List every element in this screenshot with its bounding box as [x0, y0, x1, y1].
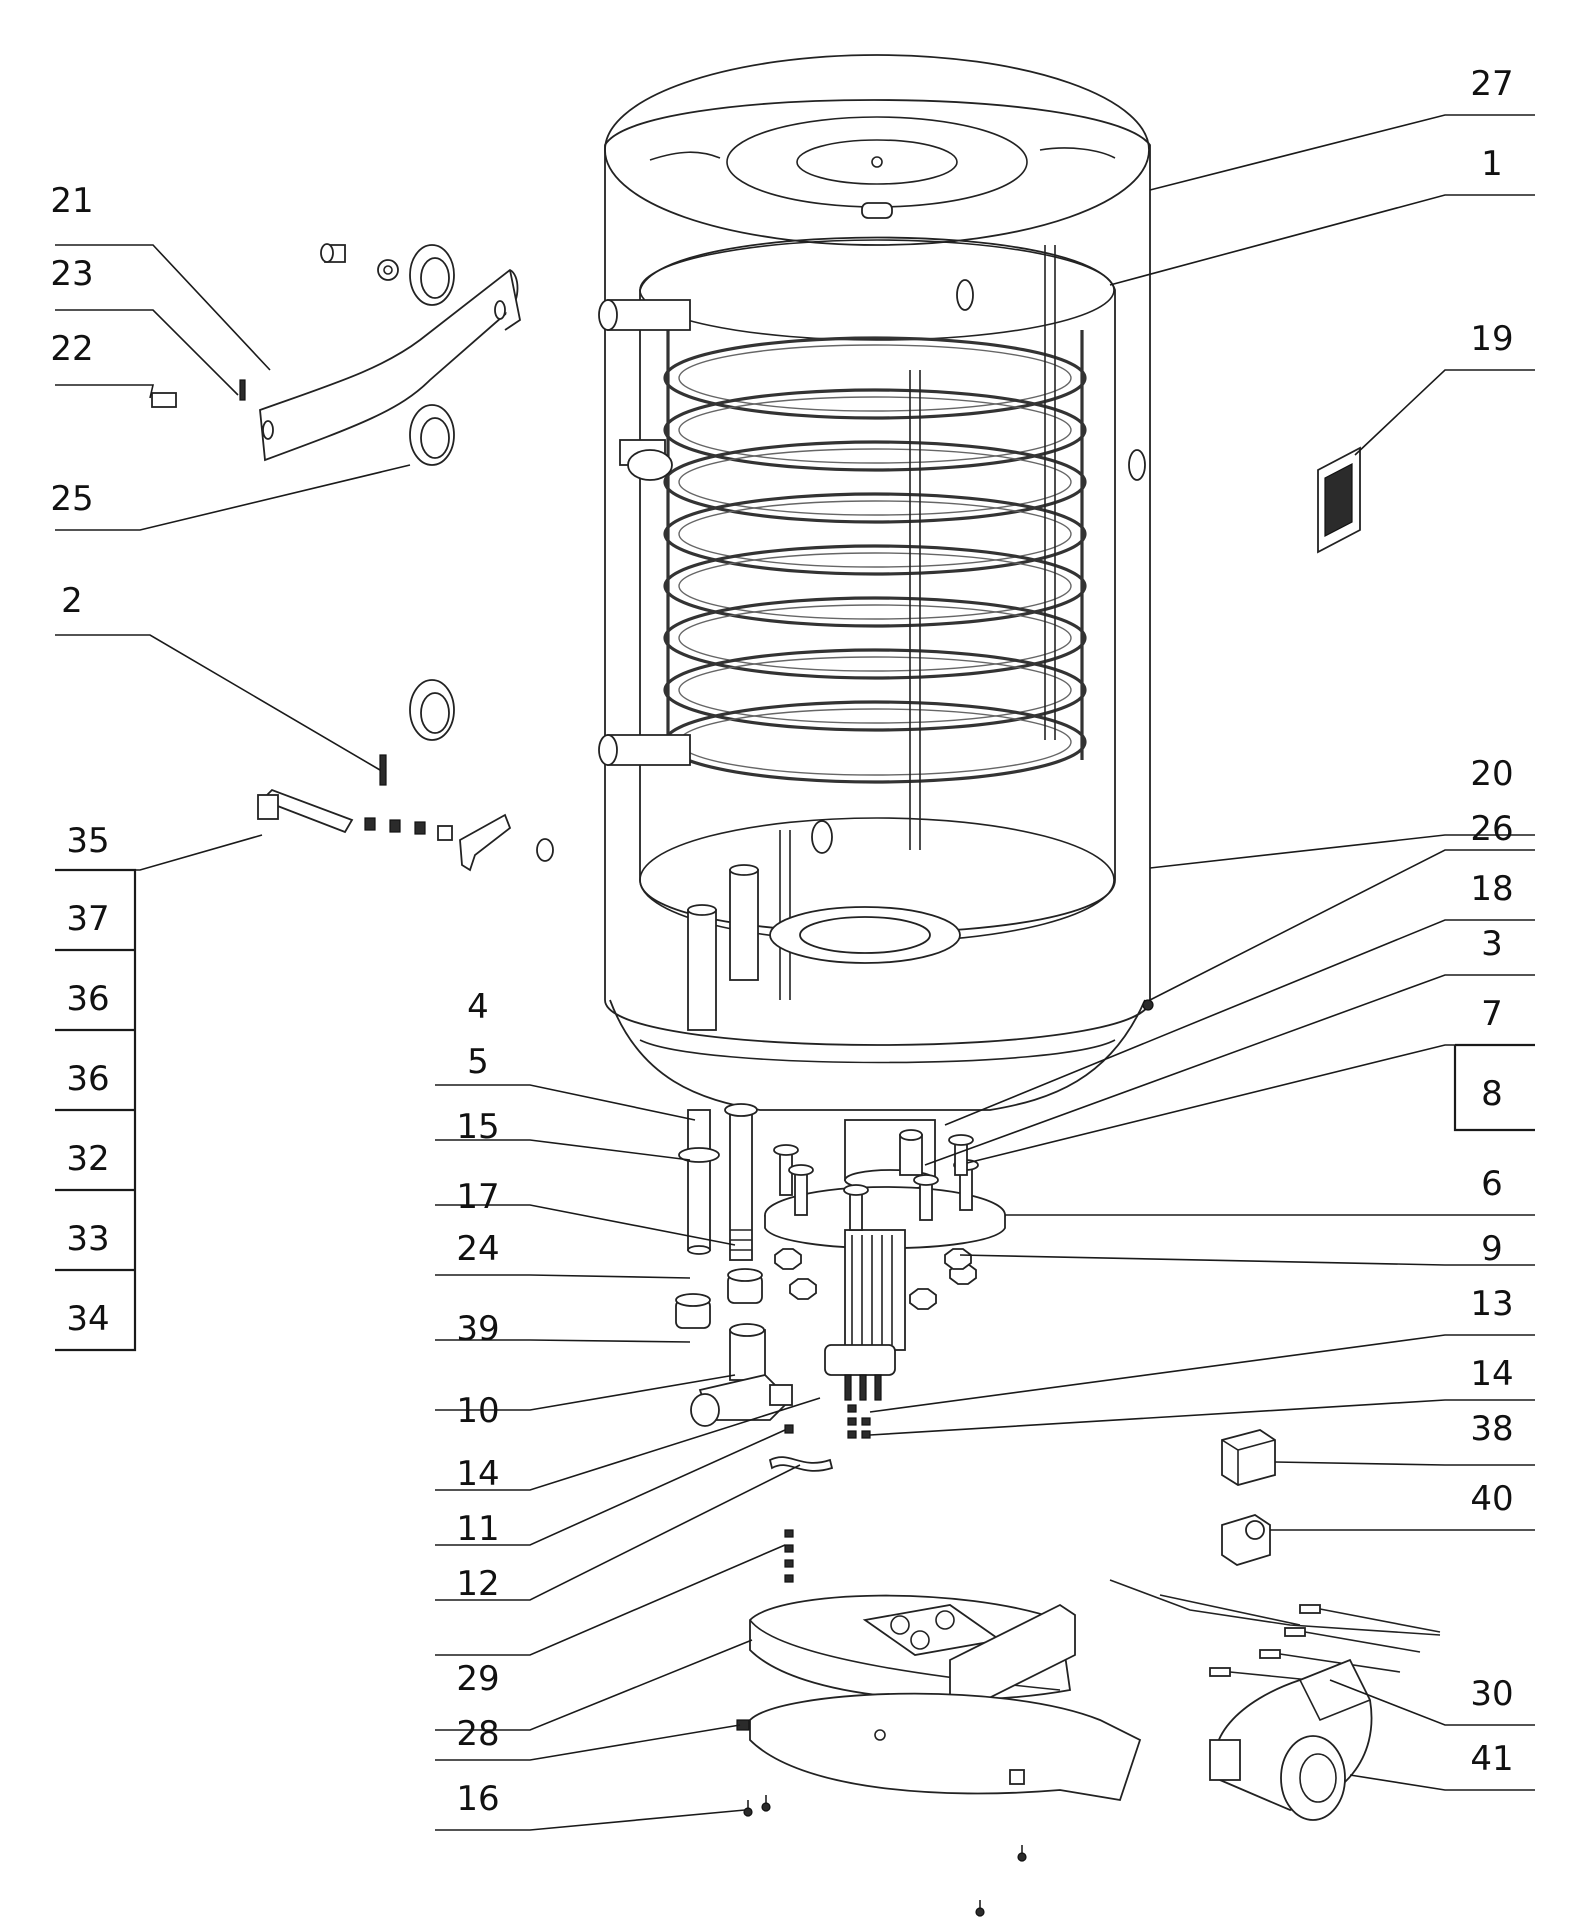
callout-22: 22 [50, 329, 93, 369]
callout-7: 7 [1481, 994, 1503, 1034]
callout-8: 8 [1481, 1074, 1503, 1114]
callout-25: 25 [50, 479, 93, 519]
callout-34: 34 [66, 1299, 109, 1339]
callout-16: 16 [456, 1779, 499, 1819]
callout-29: 29 [456, 1659, 499, 1699]
callout-21: 21 [50, 181, 93, 221]
anode-valve-group [257, 679, 554, 872]
display-panel [1317, 446, 1361, 554]
callout-11: 11 [456, 1509, 499, 1549]
callout-27: 27 [1470, 64, 1513, 104]
callout-36b: 36 [66, 1059, 109, 1099]
callout-10: 10 [456, 1391, 499, 1431]
mounting-bracket-group [151, 243, 522, 466]
callout-5: 5 [467, 1042, 489, 1082]
callout-41: 41 [1470, 1739, 1513, 1779]
callout-35: 35 [66, 821, 109, 861]
callout-3: 3 [1481, 924, 1503, 964]
callout-6: 6 [1481, 1164, 1503, 1204]
callout-23: 23 [50, 254, 93, 294]
heat-exchanger-coil [663, 330, 1087, 784]
callout-30: 30 [1470, 1674, 1513, 1714]
callout-15: 15 [456, 1107, 499, 1147]
callout-13: 13 [1470, 1284, 1513, 1324]
callout-26: 26 [1470, 809, 1513, 849]
base-cover-group [736, 1529, 1142, 1917]
callout-4: 4 [467, 987, 489, 1027]
callout-32: 32 [66, 1139, 109, 1179]
electrical-parts-group [847, 1404, 1441, 1821]
callout-37: 37 [66, 899, 109, 939]
callout-28: 28 [456, 1714, 499, 1754]
callout-18: 18 [1470, 869, 1513, 909]
callout-12: 12 [456, 1564, 499, 1604]
callout-9: 9 [1481, 1229, 1503, 1269]
callout-2: 2 [61, 581, 83, 621]
callout-19: 19 [1470, 319, 1513, 359]
callout-20: 20 [1470, 754, 1513, 794]
callout-labels-right: 27 1 19 20 26 18 3 7 8 6 9 13 14 38 40 3… [1470, 64, 1513, 1779]
callout-17: 17 [456, 1177, 499, 1217]
water-heater-tank [598, 54, 1154, 1111]
callout-40: 40 [1470, 1479, 1513, 1519]
callout-33: 33 [66, 1219, 109, 1259]
callout-39: 39 [456, 1309, 499, 1349]
callout-14-left: 14 [456, 1454, 499, 1494]
leader-lines [55, 114, 1535, 1831]
pipe-fittings-group [675, 1103, 834, 1472]
callout-labels-left: 21 23 22 25 2 35 37 36 36 32 33 34 4 5 1… [50, 181, 499, 1819]
heating-element-assembly [764, 1119, 1006, 1401]
callout-24: 24 [456, 1229, 499, 1269]
callout-1: 1 [1481, 144, 1503, 184]
callout-36a: 36 [66, 979, 109, 1019]
callout-14-right: 14 [1470, 1354, 1513, 1394]
callout-38: 38 [1470, 1409, 1513, 1449]
